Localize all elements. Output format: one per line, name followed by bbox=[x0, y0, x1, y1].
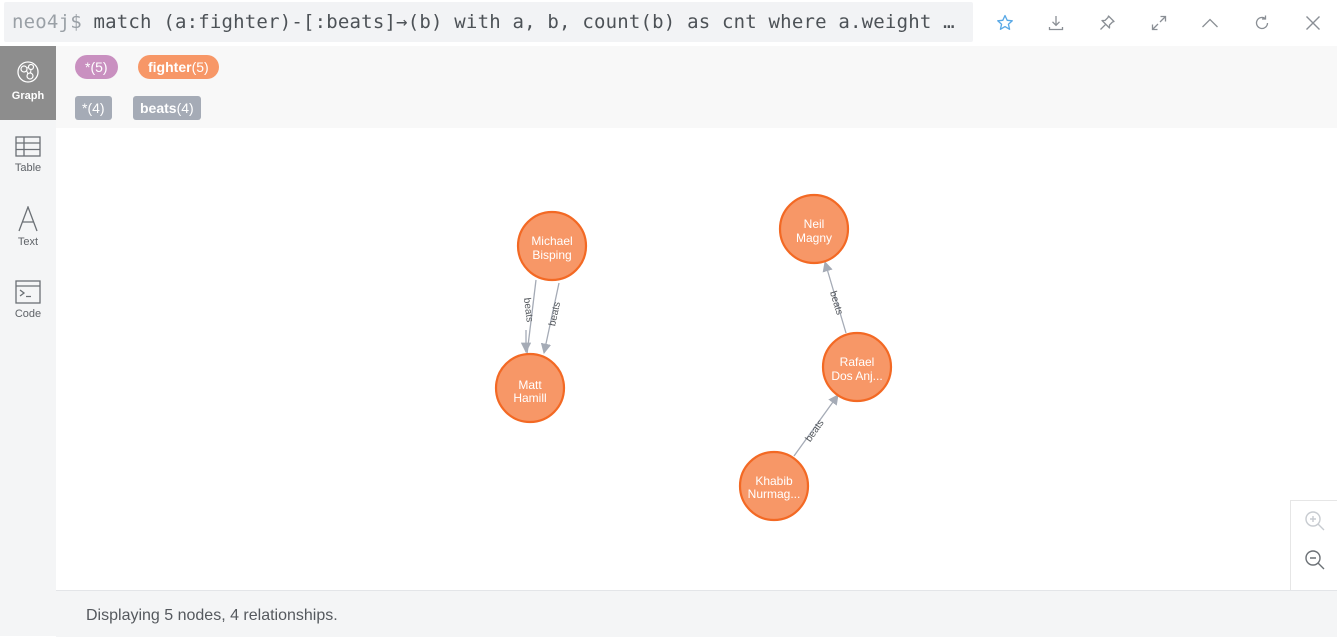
query-bar: neo4j$ match (a:fighter)-[:beats]→(b) wi… bbox=[0, 0, 1337, 46]
node-circle[interactable] bbox=[778, 193, 850, 265]
node-caption: Rafael bbox=[840, 355, 875, 369]
graph-svg[interactable]: beats beats beats beats Michael Bisping … bbox=[56, 128, 1337, 590]
legend-node-all[interactable]: *(5) bbox=[75, 55, 118, 79]
node-circle[interactable] bbox=[738, 450, 810, 522]
relationship-line[interactable] bbox=[822, 261, 847, 334]
relationship-line[interactable] bbox=[526, 279, 537, 355]
relationship-beats[interactable]: beats bbox=[793, 394, 839, 457]
download-icon bbox=[1048, 16, 1064, 31]
node-fighter[interactable]: Khabib Nurmag... bbox=[738, 450, 810, 522]
sidebar-item-text[interactable]: Text bbox=[0, 194, 56, 268]
relationship-line[interactable] bbox=[540, 282, 560, 355]
sidebar-item-label: Text bbox=[17, 236, 39, 248]
text-icon bbox=[18, 206, 38, 232]
node-fighter[interactable]: Matt Hamill bbox=[494, 352, 566, 424]
sidebar-item-label: Graph bbox=[11, 90, 45, 102]
legend-rel-all-label: *(4) bbox=[82, 100, 105, 116]
code-icon bbox=[15, 280, 41, 304]
pin-icon bbox=[1100, 15, 1115, 30]
favorite-button[interactable] bbox=[991, 9, 1019, 37]
relationship-beats[interactable]: beats bbox=[822, 261, 847, 334]
node-caption: Michael bbox=[531, 234, 572, 248]
graph-icon bbox=[17, 61, 39, 83]
node-circle[interactable] bbox=[821, 331, 893, 403]
legend-rel-type-name: beats bbox=[140, 100, 177, 116]
sidebar-item-table[interactable]: Table bbox=[0, 120, 56, 194]
node-caption: Matt bbox=[518, 378, 542, 392]
zoom-controls bbox=[1290, 500, 1337, 590]
node-circle[interactable] bbox=[516, 210, 588, 282]
status-text: Displaying 5 nodes, 4 relationships. bbox=[86, 607, 338, 624]
relationship-beats[interactable]: beats bbox=[540, 282, 563, 355]
relationship-label: beats bbox=[521, 297, 535, 323]
legend-node-fighter[interactable]: fighter(5) bbox=[138, 55, 219, 79]
download-button[interactable] bbox=[1042, 9, 1070, 37]
legend-label-count: (5) bbox=[191, 59, 209, 75]
expand-icon bbox=[1151, 15, 1167, 31]
query-prompt: neo4j$ bbox=[12, 11, 82, 33]
sidebar-item-label: Code bbox=[14, 308, 42, 320]
close-icon bbox=[1306, 16, 1320, 30]
close-button[interactable] bbox=[1299, 9, 1327, 37]
refresh-icon bbox=[1255, 15, 1269, 30]
sidebar-item-label: Table bbox=[14, 162, 42, 174]
star-icon bbox=[997, 14, 1013, 30]
view-sidebar: Graph Table Text Code bbox=[0, 46, 56, 636]
node-fighter[interactable]: Michael Bisping bbox=[516, 210, 588, 282]
graph-legend: *(5) fighter(5) *(4) beats(4) bbox=[56, 46, 1337, 128]
pin-button[interactable] bbox=[1093, 9, 1121, 37]
graph-canvas[interactable]: beats beats beats beats Michael Bisping … bbox=[56, 128, 1337, 590]
zoom-in-button[interactable] bbox=[1302, 508, 1328, 534]
fullscreen-button[interactable] bbox=[1145, 9, 1173, 37]
node-caption: Nurmag... bbox=[748, 487, 801, 501]
table-icon bbox=[15, 136, 41, 157]
node-caption: Dos Anj... bbox=[831, 369, 882, 383]
query-text[interactable]: neo4j$ match (a:fighter)-[:beats]→(b) wi… bbox=[12, 11, 955, 33]
node-circle[interactable] bbox=[494, 352, 566, 424]
relationship-label: beats bbox=[547, 301, 563, 327]
legend-label-name: fighter bbox=[148, 59, 192, 75]
node-caption: Hamill bbox=[513, 391, 546, 405]
node-fighter[interactable]: Rafael Dos Anj... bbox=[821, 331, 893, 403]
relationship-label: beats bbox=[804, 418, 827, 444]
relationship-beats[interactable]: beats bbox=[520, 279, 537, 355]
status-bar: Displaying 5 nodes, 4 relationships. bbox=[56, 590, 1337, 637]
legend-node-all-label: *(5) bbox=[85, 59, 108, 75]
sidebar-item-code[interactable]: Code bbox=[0, 268, 56, 342]
node-caption: Neil bbox=[804, 217, 825, 231]
query-statement[interactable]: match (a:fighter)-[:beats]→(b) with a, b… bbox=[93, 11, 955, 33]
node-caption: Bisping bbox=[532, 248, 571, 262]
legend-rel-type-count: (4) bbox=[176, 100, 194, 116]
node-caption: Magny bbox=[796, 231, 832, 245]
collapse-button[interactable] bbox=[1196, 9, 1224, 37]
legend-rel-beats[interactable]: beats(4) bbox=[133, 96, 201, 120]
query-editor[interactable]: neo4j$ match (a:fighter)-[:beats]→(b) wi… bbox=[4, 2, 973, 42]
rerun-button[interactable] bbox=[1248, 9, 1276, 37]
sidebar-item-graph[interactable]: Graph bbox=[0, 46, 56, 120]
zoom-out-button[interactable] bbox=[1302, 547, 1328, 573]
collapse-up-icon bbox=[1202, 18, 1218, 28]
legend-rel-all[interactable]: *(4) bbox=[75, 96, 112, 120]
node-caption: Khabib bbox=[755, 474, 793, 488]
node-fighter[interactable]: Neil Magny bbox=[778, 193, 850, 265]
zoom-in-icon bbox=[1305, 511, 1325, 531]
relationship-line[interactable] bbox=[793, 394, 839, 457]
zoom-out-icon bbox=[1305, 550, 1325, 570]
relationship-label: beats bbox=[827, 290, 845, 317]
